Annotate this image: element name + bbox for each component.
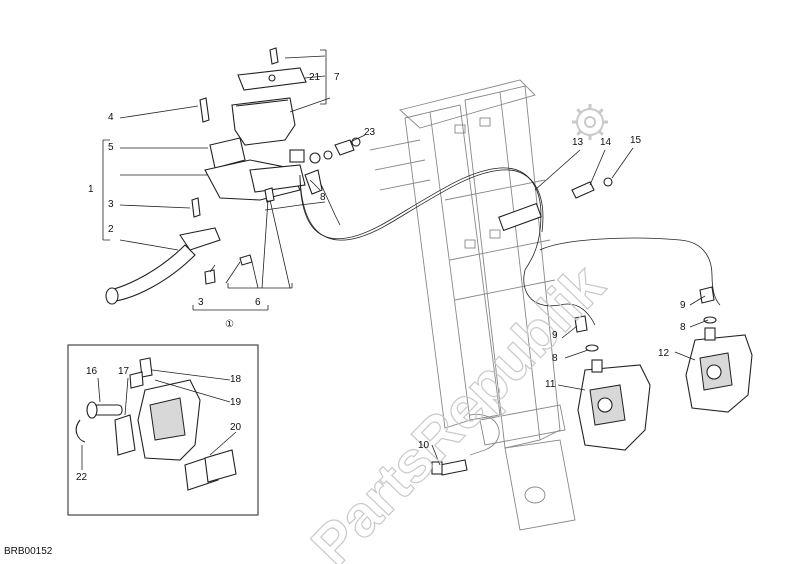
callout-1: 1 bbox=[88, 184, 94, 195]
callout-14: 14 bbox=[600, 137, 612, 148]
callout-5: 5 bbox=[108, 142, 114, 153]
callout-9-left: 9 bbox=[552, 330, 558, 341]
callout-8-right: 8 bbox=[680, 322, 686, 333]
callout-18: 18 bbox=[230, 374, 242, 385]
callout-16: 16 bbox=[86, 366, 98, 377]
callout-6: 6 bbox=[255, 297, 261, 308]
watermark: PartsRepublik bbox=[298, 104, 618, 564]
callout-19: 19 bbox=[230, 397, 242, 408]
callout-9-right: 9 bbox=[680, 300, 686, 311]
diagram-reference-code: BRB00152 bbox=[4, 546, 53, 557]
detail-inset bbox=[67, 344, 259, 516]
callout-22: 22 bbox=[76, 472, 88, 483]
fork-assembly bbox=[369, 79, 576, 531]
caliper-left bbox=[577, 359, 651, 451]
callout-20: 20 bbox=[230, 422, 242, 433]
callout-8-left: 8 bbox=[552, 353, 558, 364]
callout-12: 12 bbox=[658, 348, 670, 359]
callout-13: 13 bbox=[572, 137, 584, 148]
callout-2: 2 bbox=[108, 224, 114, 235]
callout-3-lower: 3 bbox=[198, 297, 204, 308]
gear-icon bbox=[572, 104, 608, 140]
caliper-right bbox=[685, 327, 753, 413]
callout-labels: 21 7 4 5 1 3 2 23 8 13 14 15 9 8 9 8 11 … bbox=[76, 72, 686, 483]
hardware-bolts bbox=[304, 169, 717, 476]
leader-lines bbox=[81, 49, 709, 470]
callout-7: 7 bbox=[334, 72, 340, 83]
callout-23: 23 bbox=[364, 127, 376, 138]
callout-4: 4 bbox=[108, 112, 114, 123]
callout-kit-symbol: ① bbox=[225, 319, 234, 330]
callout-21: 21 bbox=[309, 72, 321, 83]
watermark-text: PartsRepublik bbox=[299, 252, 617, 564]
callout-17: 17 bbox=[118, 366, 130, 377]
callout-10: 10 bbox=[418, 440, 430, 451]
callout-8-upper: 8 bbox=[320, 192, 326, 203]
callout-3-upper: 3 bbox=[108, 199, 114, 210]
master-cylinder-assembly bbox=[105, 47, 361, 305]
brake-hoses bbox=[264, 167, 721, 326]
callout-15: 15 bbox=[630, 135, 642, 146]
callout-11: 11 bbox=[545, 379, 556, 390]
